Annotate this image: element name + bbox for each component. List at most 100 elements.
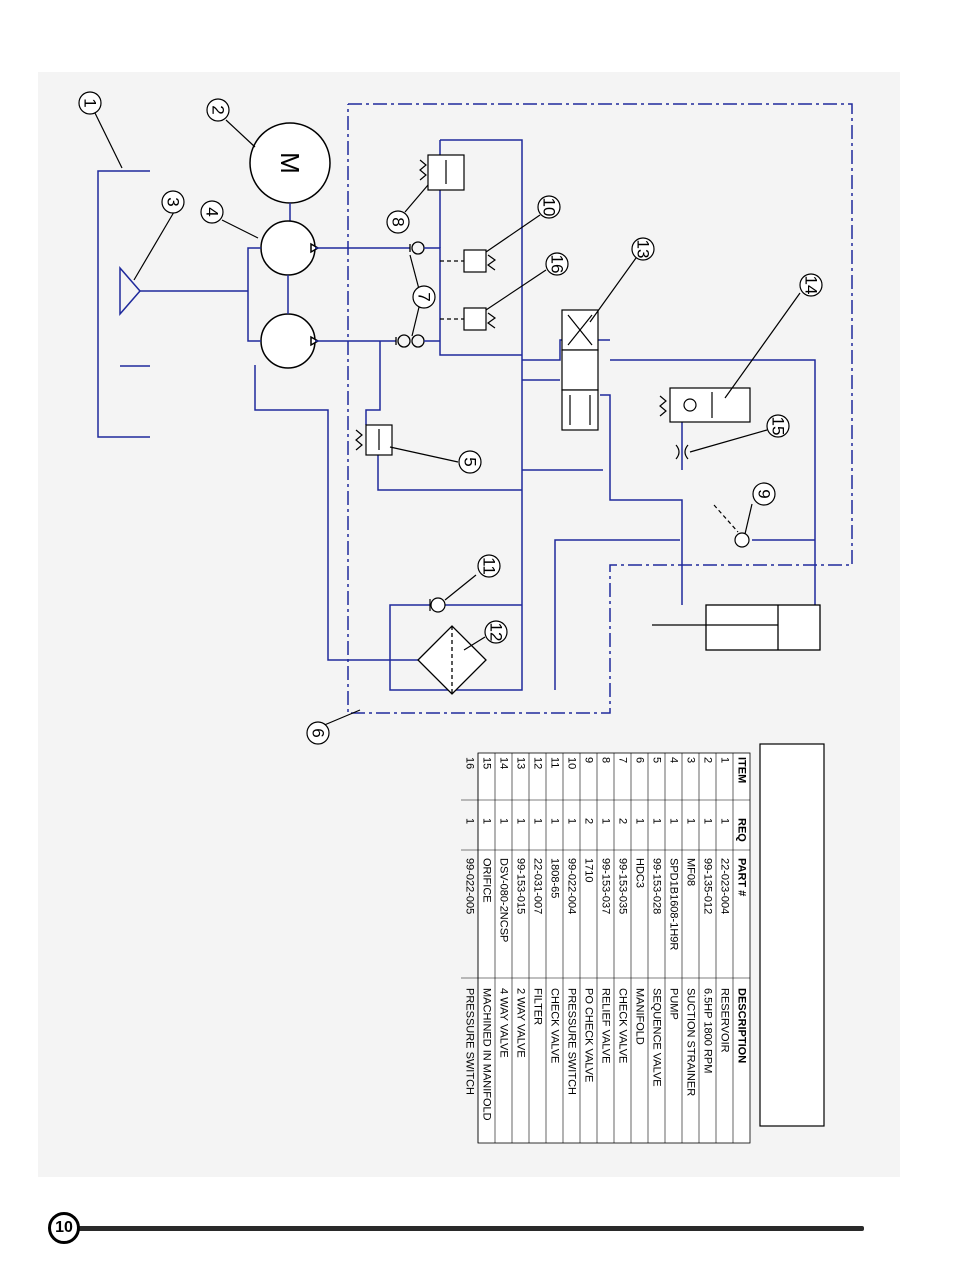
title-block xyxy=(759,743,825,1127)
table-cell-part: 99-153-037 xyxy=(600,858,612,914)
callout-text-16: 16 xyxy=(548,255,567,274)
table-cell-item: 16 xyxy=(464,757,476,769)
table-cell-req: 2 xyxy=(617,818,629,824)
callout-leaders xyxy=(94,112,801,727)
table-cell-req: 1 xyxy=(498,818,510,824)
table-cell-item: 12 xyxy=(532,757,544,769)
suction-strainer xyxy=(119,265,248,317)
table-cell-item: 15 xyxy=(481,757,493,769)
callout-10 xyxy=(537,195,561,219)
table-cell-part: 22-031-007 xyxy=(532,858,544,914)
pump-upper xyxy=(260,220,316,276)
table-header-part: PART # xyxy=(736,858,748,896)
callout-text-12: 12 xyxy=(487,623,506,642)
table-cell-req: 1 xyxy=(464,818,476,824)
table-cell-description: FILTER xyxy=(532,988,544,1025)
table-cell-req: 1 xyxy=(566,818,578,824)
two-way-valve-14 xyxy=(659,387,751,423)
callout-text-7: 7 xyxy=(415,292,434,301)
table-cell-part: 22-023-004 xyxy=(719,858,731,914)
table-cell-item: 14 xyxy=(498,757,510,769)
footer-rule xyxy=(64,1226,864,1231)
table-cell-part: 99-153-028 xyxy=(651,858,663,914)
callout-16 xyxy=(545,252,569,276)
reservoir xyxy=(97,170,150,438)
callout-text-6: 6 xyxy=(309,728,328,737)
table-cell-description: MACHINED IN MANIFOLD xyxy=(481,988,493,1121)
callout-6 xyxy=(306,721,330,745)
table-cell-item: 2 xyxy=(702,757,714,763)
table-cell-part: HDC3 xyxy=(634,858,646,888)
table-cell-description: RESERVOIR xyxy=(719,988,731,1053)
table-cell-description: 4 WAY VALVE xyxy=(498,988,510,1058)
four-way-valve-13 xyxy=(561,309,599,431)
callout-3 xyxy=(161,190,185,214)
callout-2 xyxy=(206,98,230,122)
table-cell-part: 99-135-012 xyxy=(702,858,714,914)
callout-text-14: 14 xyxy=(802,276,821,295)
callout-11 xyxy=(477,554,501,578)
callout-text-1: 1 xyxy=(81,98,100,107)
table-cell-req: 1 xyxy=(702,818,714,824)
callout-bubbles xyxy=(78,91,823,745)
table-cell-item: 10 xyxy=(566,757,578,769)
callout-text-11: 11 xyxy=(480,557,499,575)
table-cell-description: 6.5HP 1800 RPM xyxy=(702,988,714,1073)
table-cell-description: SUCTION STRAINER xyxy=(685,988,697,1096)
table-cell-description: CHECK VALVE xyxy=(617,988,629,1063)
table-cell-description: CHECK VALVE xyxy=(549,988,561,1063)
callout-text-15: 15 xyxy=(769,417,788,436)
table-cell-part: DSV-080-2NCSP xyxy=(498,858,510,942)
orifice-15 xyxy=(675,444,689,460)
table-cell-item: 8 xyxy=(600,757,612,763)
callout-text-9: 9 xyxy=(755,489,774,498)
table-cell-item: 3 xyxy=(685,757,697,763)
check-valve-11 xyxy=(429,597,446,613)
table-cell-description: PRESSURE SWITCH xyxy=(566,988,578,1095)
table-cell-item: 7 xyxy=(617,757,629,763)
table-cell-description: PUMP xyxy=(668,988,680,1020)
table-header-item: ITEM xyxy=(736,757,748,783)
table-cell-part: 99-153-015 xyxy=(515,858,527,914)
table-cell-part: 99-022-005 xyxy=(464,858,476,914)
callout-text-8: 8 xyxy=(389,217,408,226)
table-cell-part: SPD1B1608-1H9R xyxy=(668,858,680,950)
motor-label: M xyxy=(275,152,305,174)
table-cell-part: 1710 xyxy=(583,858,595,882)
hydraulic-cylinder xyxy=(652,604,821,651)
callout-4 xyxy=(200,200,224,224)
table-header-description: DESCRIPTION xyxy=(736,988,748,1063)
table-cell-req: 1 xyxy=(651,818,663,824)
callout-1 xyxy=(78,91,102,115)
table-cell-item: 5 xyxy=(651,757,663,763)
table-cell-req: 1 xyxy=(549,818,561,824)
manifold-boundary xyxy=(347,103,853,714)
table-cell-item: 11 xyxy=(549,757,561,768)
table-cell-description: RELIEF VALVE xyxy=(600,988,612,1063)
table-cell-part: 99-022-004 xyxy=(566,858,578,914)
table-cell-item: 13 xyxy=(515,757,527,769)
table-cell-description: MANIFOLD xyxy=(634,988,646,1045)
callout-text-4: 4 xyxy=(203,207,222,216)
pump-suction-lines xyxy=(247,247,410,342)
callout-numbers: 1 2 3 4 5 6 7 8 9 10 11 12 13 14 15 16 xyxy=(81,98,821,737)
table-cell-part: 99-153-035 xyxy=(617,858,629,914)
callout-text-10: 10 xyxy=(540,198,559,217)
table-header-req: REQ xyxy=(736,818,748,842)
table-cell-part: 1808-65 xyxy=(549,858,561,898)
table-cell-req: 2 xyxy=(583,818,595,824)
pressure-switch-16 xyxy=(440,307,497,331)
motor: M xyxy=(249,122,331,223)
pressure-switch-10 xyxy=(440,249,497,273)
callout-12 xyxy=(484,620,508,644)
table-cell-req: 1 xyxy=(515,818,527,824)
table-cell-req: 1 xyxy=(481,818,493,824)
table-cell-item: 6 xyxy=(634,757,646,763)
table-cell-item: 4 xyxy=(668,757,680,763)
table-cell-req: 1 xyxy=(719,818,731,824)
callout-9 xyxy=(752,482,776,506)
callout-8 xyxy=(386,210,410,234)
callout-text-5: 5 xyxy=(461,457,480,466)
